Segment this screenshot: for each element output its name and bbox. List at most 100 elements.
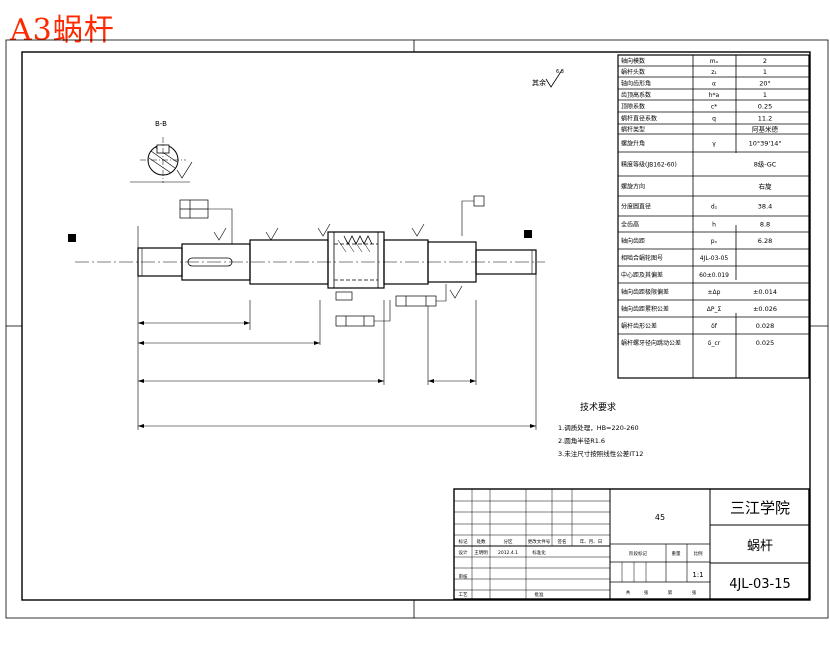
rough-note-label: 其余: [532, 78, 546, 87]
param-symbol: 4JL-03-05: [700, 255, 729, 262]
param-value: 1: [763, 68, 767, 76]
param-name: 蜗杆直径系数: [621, 115, 657, 123]
param-value: 0.025: [756, 339, 775, 347]
dimension-arrows: [138, 321, 536, 428]
param-value: 0.25: [758, 103, 772, 111]
param-name: 螺旋升角: [621, 140, 645, 148]
param-symbol: c*: [711, 104, 717, 111]
param-name: 蜗杆齿形公差: [621, 322, 657, 330]
param-name: 轴向齿距: [621, 237, 645, 245]
tech-item-2: 2.圆角半径R1.6: [558, 436, 605, 445]
param-name: 轴向模数: [621, 57, 645, 65]
param-value: 1: [763, 91, 767, 99]
param-symbol: ΔP_Σ: [707, 306, 722, 313]
stage-weight: 重量: [672, 550, 681, 557]
param-value: 10°39'14": [749, 140, 782, 148]
col-zone: 分区: [504, 538, 513, 545]
param-symbol: h*a: [709, 92, 720, 99]
sheet-frame: [5, 39, 829, 619]
row-standard: 标准化: [532, 549, 546, 556]
param-symbol: γ: [712, 141, 716, 148]
sheet-unit-2: 张: [692, 589, 697, 596]
tech-requirements: 技术要求 1.调质处理，HB=220-260 2.圆角半径R1.6 3.未注尺寸…: [558, 401, 643, 458]
tech-title: 技术要求: [580, 401, 616, 413]
col-date: 年、月、日: [580, 538, 603, 545]
section-view: B-B: [130, 120, 193, 183]
param-value: 右旋: [759, 182, 773, 191]
stage-scale: 比例: [694, 550, 703, 557]
row-design: 设计: [459, 549, 468, 556]
param-value: 38.4: [758, 203, 772, 211]
shaft-view: [75, 231, 545, 289]
param-symbol: mₓ: [710, 58, 719, 65]
param-name: 中心距及其偏差: [621, 271, 663, 279]
sheet-index: 第: [668, 589, 673, 596]
scale: 1:1: [692, 571, 703, 579]
col-sign: 签名: [558, 538, 567, 545]
param-symbol: pₓ: [711, 238, 718, 245]
tech-item-1: 1.调质处理，HB=220-260: [558, 423, 639, 432]
part-name: 蜗杆: [747, 538, 773, 554]
title-block-text: 45 三江学院 蜗杆 4JL-03-15 1:1 标记 处数 分区 更改文件号 …: [459, 499, 791, 598]
row-process: 工艺: [459, 592, 468, 598]
param-name: 相啮合蜗轮图号: [621, 254, 663, 262]
sheet-total: 共: [626, 589, 631, 596]
param-symbol: α: [712, 81, 716, 88]
tolerance-leaders: [208, 200, 474, 322]
param-value: ±0.014: [753, 288, 777, 296]
param-value: 阿基米德: [752, 125, 779, 134]
corner-title: A3蜗杆: [10, 13, 115, 48]
sheet-unit-1: 张: [644, 589, 649, 596]
rough-note-value: 6.3: [556, 69, 564, 75]
col-count: 处数: [477, 538, 486, 545]
param-symbol: δ_cr: [708, 340, 721, 347]
param-symbol: h: [712, 222, 716, 229]
param-symbol: 60±0.019: [699, 272, 729, 279]
param-name: 蜗杆类型: [621, 126, 645, 134]
param-name: 齿顶高系数: [621, 91, 651, 99]
param-value: ±0.026: [753, 305, 777, 313]
param-value: 8.8: [760, 221, 770, 229]
param-name: 轴向齿距累积公差: [621, 305, 669, 313]
datum-symbols: [68, 230, 532, 242]
title-block: [453, 488, 810, 600]
param-name: 全齿高: [621, 221, 639, 229]
designer: 王明明: [474, 550, 488, 556]
design-date: 2012.4.1: [498, 550, 518, 556]
roughness-note: 其余 6.3: [532, 69, 564, 88]
param-name: 轴向齿形角: [621, 80, 651, 88]
param-name: 蜗杆螺牙径向跳动公差: [621, 339, 681, 347]
param-value: 20°: [759, 80, 771, 88]
param-symbol: d₁: [711, 204, 718, 211]
param-value: 8级-GC: [754, 160, 777, 169]
param-value: 2: [763, 57, 767, 65]
param-name: 顶隙系数: [621, 103, 645, 111]
school-name: 三江学院: [730, 499, 790, 517]
param-name: 轴向齿距极限偏差: [621, 288, 669, 296]
section-label: B-B: [155, 120, 167, 128]
param-symbol: q: [712, 116, 716, 123]
row-review: 审核: [459, 573, 468, 580]
tech-item-3: 3.未注尺寸按照线性公差IT12: [558, 449, 643, 458]
param-symbol: z₁: [711, 69, 717, 76]
param-name: 蜗杆头数: [621, 68, 645, 76]
col-doc: 更改文件号: [528, 538, 551, 545]
param-table-grid: [617, 54, 810, 379]
param-name: 分度圆直径: [621, 203, 651, 211]
param-value: 6.28: [758, 237, 772, 245]
param-table-rows: 轴向模数 mₓ 2 蜗杆头数 z₁ 1 轴向齿形角 α 20° 齿顶高系数 h*a 1 顶隙系数 c* 0.…: [618, 57, 809, 347]
param-value: 0.028: [756, 322, 775, 330]
dimensions: [137, 226, 537, 430]
param-value: 11.2: [758, 115, 772, 123]
row-approve: 批准: [535, 591, 544, 598]
param-symbol: δf: [711, 323, 718, 330]
param-symbol: ±Δp: [708, 289, 721, 296]
tolerance-frames: [179, 195, 485, 327]
stage-mark: 阶段标记: [629, 550, 647, 557]
col-mark: 标记: [459, 538, 468, 545]
param-name: 精度等级(JB162-60): [621, 161, 677, 169]
material: 45: [655, 513, 665, 522]
param-name: 螺旋方向: [621, 183, 645, 191]
part-code: 4JL-03-15: [729, 577, 791, 592]
